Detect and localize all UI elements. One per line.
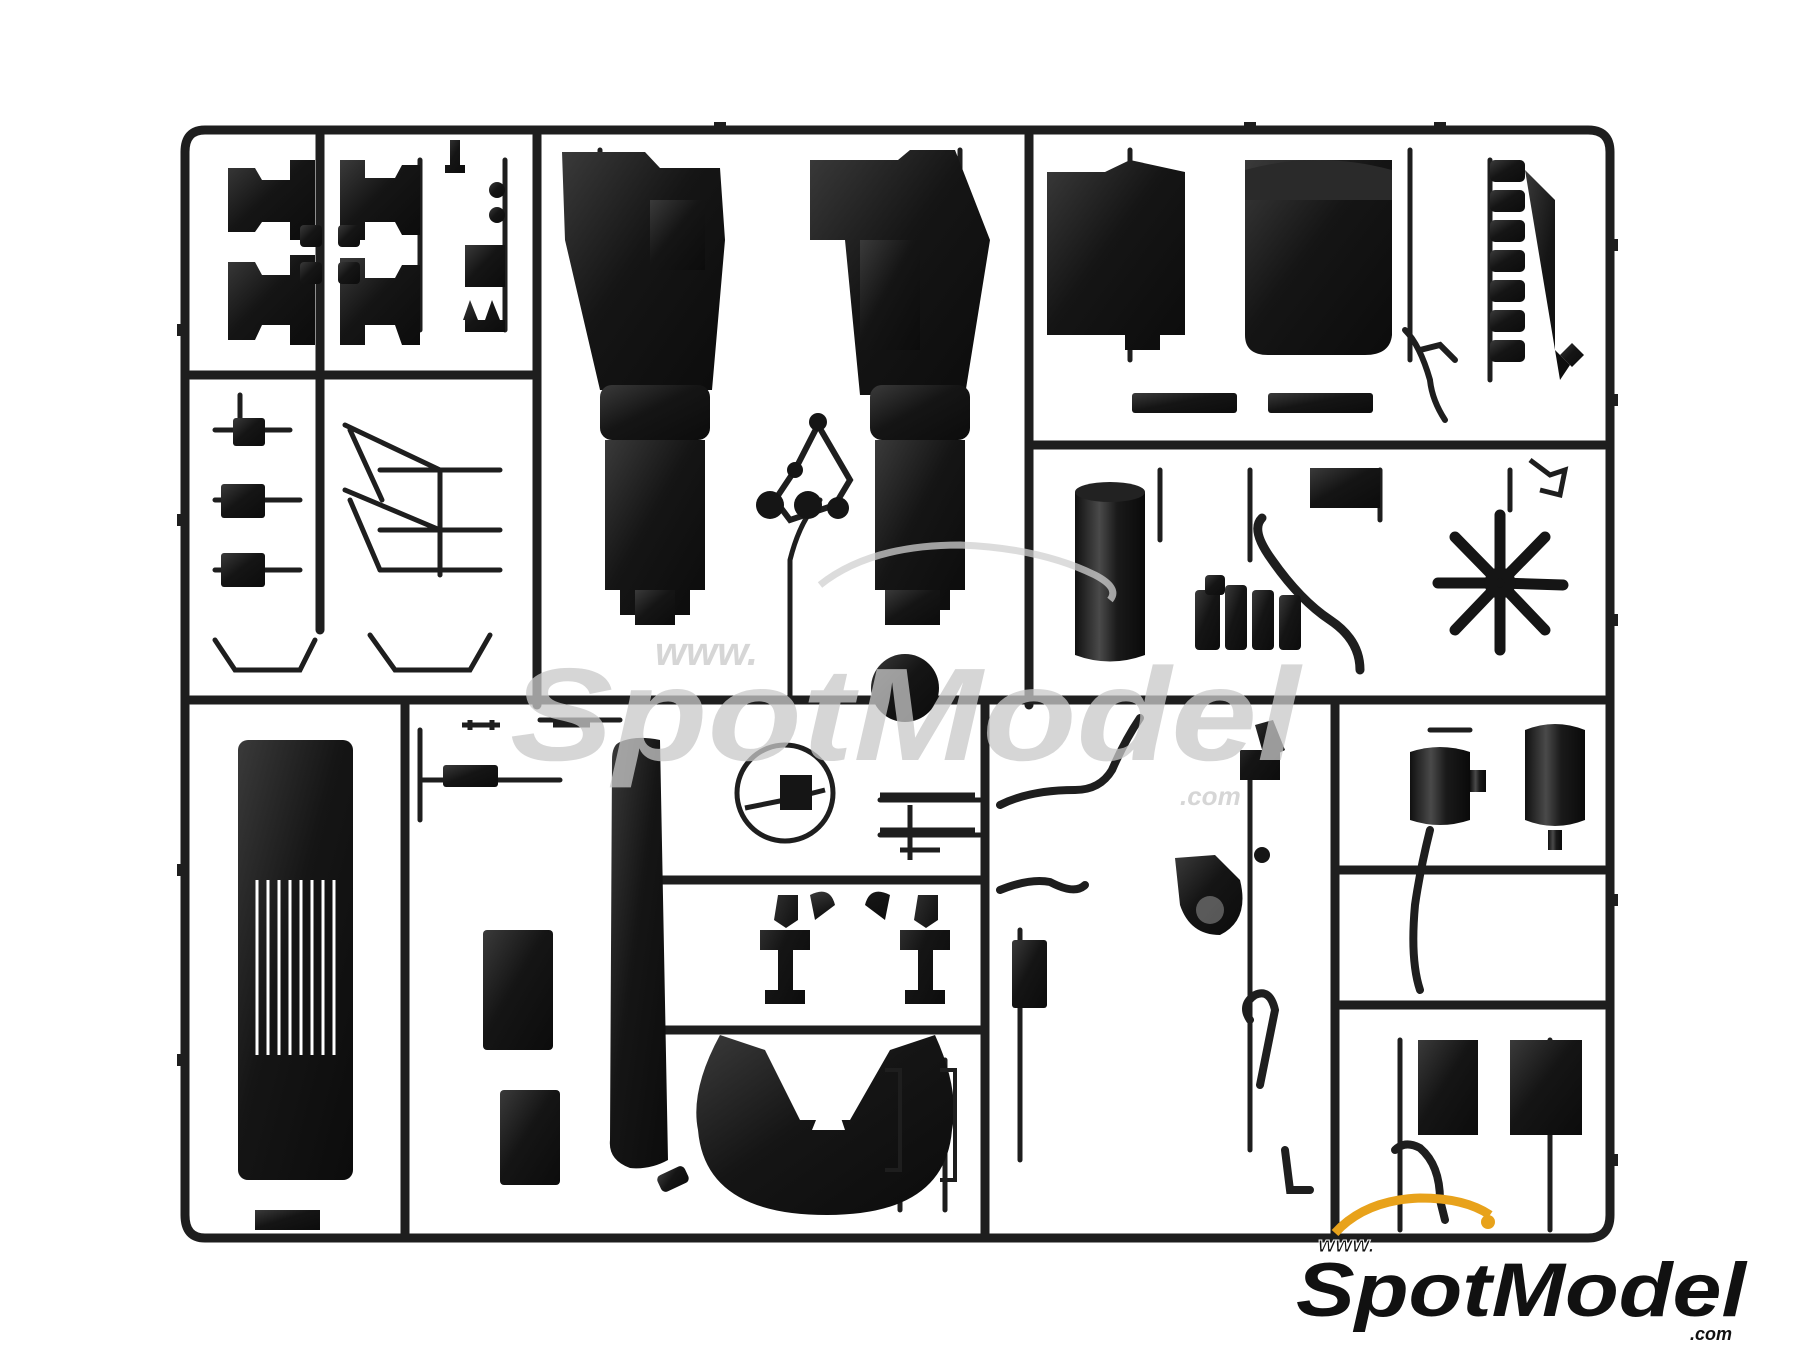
sprue-frame bbox=[180, 125, 1615, 1243]
tank-pipe bbox=[1409, 826, 1434, 994]
fan-bracket bbox=[1528, 458, 1569, 499]
radiator-cover bbox=[1047, 160, 1185, 350]
cylinder-tank bbox=[1075, 482, 1145, 662]
turbo-ring bbox=[1196, 847, 1270, 924]
exhaust-manifold bbox=[1490, 160, 1584, 380]
sprue-gate bbox=[177, 864, 189, 876]
air-tank-right bbox=[1525, 724, 1585, 850]
sprue-gate bbox=[714, 122, 726, 134]
engine-block-right-half bbox=[810, 150, 990, 625]
seat-brackets bbox=[885, 1068, 957, 1182]
filter-block bbox=[1195, 468, 1380, 650]
dashboard-blocks bbox=[255, 765, 560, 1230]
belt-pulleys bbox=[756, 413, 854, 524]
sprue-gates bbox=[177, 122, 1618, 1166]
radiator-core bbox=[1245, 160, 1392, 355]
coolant-pipe bbox=[1253, 513, 1365, 675]
sprue-gate bbox=[1434, 122, 1446, 134]
sprue-gate bbox=[1244, 122, 1256, 134]
sprue-gate bbox=[1606, 1154, 1618, 1166]
pedal-assemblies bbox=[760, 891, 950, 1004]
sprue-gate bbox=[1606, 894, 1618, 906]
sprue-gate bbox=[177, 514, 189, 526]
bottom-pipe bbox=[1391, 1140, 1449, 1224]
sprue-gate bbox=[1606, 394, 1618, 406]
seat-frame-parts bbox=[221, 140, 505, 587]
exhaust-pipes bbox=[996, 714, 1314, 1194]
driver-seat bbox=[657, 1035, 954, 1215]
frame-rods bbox=[212, 422, 503, 673]
lever-rods bbox=[880, 792, 975, 860]
sprue-gate bbox=[177, 1054, 189, 1066]
radiator-hoses bbox=[1402, 327, 1458, 423]
small-brackets bbox=[462, 720, 590, 730]
battery-blocks bbox=[1418, 1040, 1582, 1135]
dashboard-panel bbox=[609, 737, 668, 1169]
cooling-fan-icon bbox=[1432, 509, 1569, 656]
engine-block-left-half bbox=[562, 152, 725, 625]
sprue-gate bbox=[1606, 239, 1618, 251]
gasket-strips bbox=[1132, 393, 1373, 413]
round-cap bbox=[871, 654, 939, 722]
air-filter-housing bbox=[1012, 720, 1285, 1008]
steering-hub bbox=[780, 775, 812, 810]
radiator-grille bbox=[238, 740, 353, 1180]
air-tank-left bbox=[1410, 747, 1486, 825]
sprue-gate bbox=[177, 324, 189, 336]
sprue-gate bbox=[1606, 614, 1618, 626]
